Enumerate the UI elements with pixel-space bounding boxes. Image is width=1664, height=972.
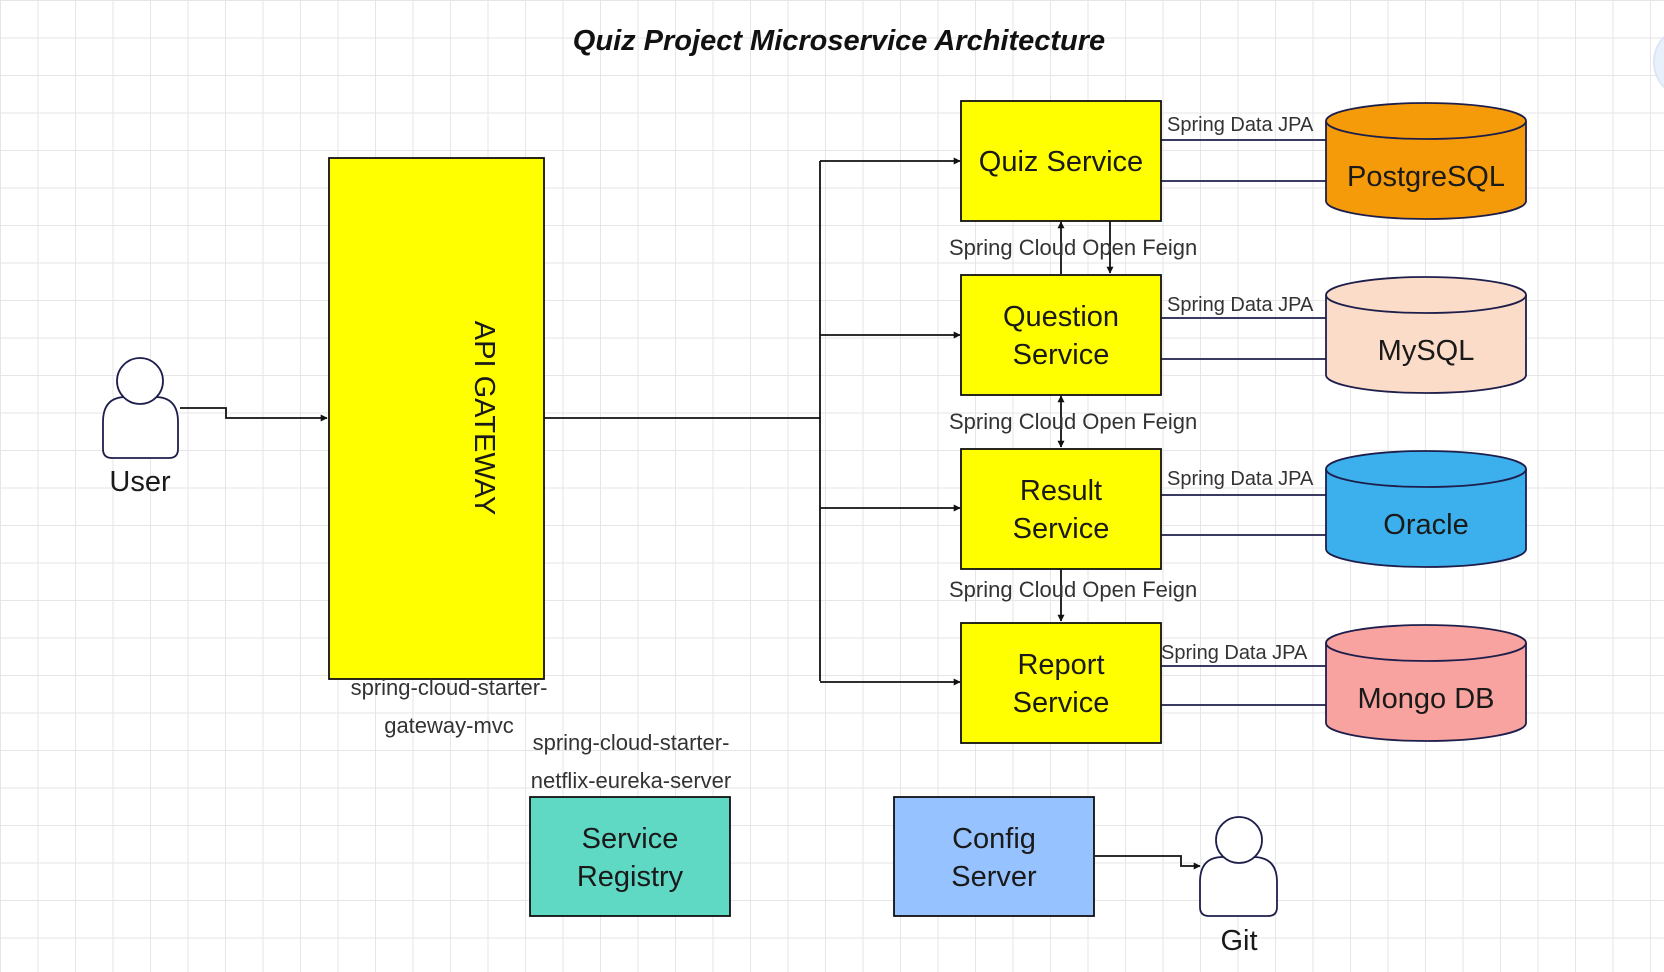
mongodb-db: Mongo DB (1325, 624, 1527, 742)
edge-user-to-gateway (180, 407, 328, 422)
oracle-label: Oracle (1383, 509, 1468, 541)
report-service: Report Service (960, 622, 1162, 744)
config-server-box (893, 796, 1095, 917)
quiz-service-box (960, 100, 1162, 222)
oracle-db: Oracle (1325, 450, 1527, 568)
gateway-dependency-line1: spring-cloud-starter- (351, 675, 548, 700)
feign-label-quiz-question: Spring Cloud Open Feign (949, 235, 1197, 260)
edge-config-to-git (1095, 855, 1201, 870)
gateway-dependency-line2: gateway-mvc (384, 713, 514, 738)
question-service-label-line2: Service (1013, 339, 1110, 371)
config-server-label-line2: Server (951, 861, 1037, 893)
diagram-title: Quiz Project Microservice Architecture (573, 25, 1105, 57)
config-server-label-line1: Config (952, 823, 1036, 855)
api-gateway-label: API GATEWAY (468, 321, 500, 515)
service-registry: Service Registry (529, 796, 731, 917)
mysql-label: MySQL (1378, 335, 1475, 367)
quiz-service: Quiz Service (960, 100, 1162, 222)
postgresql-db: PostgreSQL (1325, 102, 1527, 220)
mongodb-label: Mongo DB (1357, 683, 1494, 715)
report-service-label-line2: Service (1013, 687, 1110, 719)
jpa-label-mysql: Spring Data JPA (1167, 294, 1314, 316)
git-actor: Git (1199, 816, 1278, 957)
question-service-box (960, 274, 1162, 396)
config-server: Config Server (893, 796, 1095, 917)
service-registry-box (529, 796, 731, 917)
result-service: Result Service (960, 448, 1162, 570)
api-gateway: API GATEWAY (328, 157, 545, 680)
quiz-service-label: Quiz Service (979, 146, 1143, 178)
question-service-label-line1: Question (1003, 301, 1119, 333)
user-actor: User (102, 357, 179, 498)
jpa-label-mongo: Spring Data JPA (1161, 642, 1308, 664)
mysql-db: MySQL (1325, 276, 1527, 394)
database-icon (1325, 276, 1527, 394)
git-label: Git (1220, 925, 1257, 957)
api-gateway-box (328, 157, 545, 680)
database-icon (1325, 102, 1527, 220)
database-icon (1325, 450, 1527, 568)
question-service: Question Service (960, 274, 1162, 396)
user-icon (102, 357, 179, 459)
report-service-label-line1: Report (1017, 649, 1104, 681)
jpa-label-oracle: Spring Data JPA (1167, 468, 1314, 490)
service-registry-label-line1: Service (582, 823, 679, 855)
result-service-label-line1: Result (1020, 475, 1102, 507)
feign-label-question-result: Spring Cloud Open Feign (949, 409, 1197, 434)
user-label: User (109, 466, 171, 498)
feign-label-result-report: Spring Cloud Open Feign (949, 577, 1197, 602)
result-service-label-line2: Service (1013, 513, 1110, 545)
git-icon (1199, 816, 1278, 917)
registry-dependency-line1: spring-cloud-starter- (533, 730, 730, 755)
postgresql-label: PostgreSQL (1347, 161, 1505, 193)
registry-dependency-line2: netflix-eureka-server (531, 768, 732, 793)
edge-decoration-circle (1653, 35, 1664, 89)
service-registry-label-line2: Registry (577, 861, 684, 893)
report-service-box (960, 622, 1162, 744)
result-service-box (960, 448, 1162, 570)
jpa-label-postgres: Spring Data JPA (1167, 114, 1314, 136)
database-icon (1325, 624, 1527, 742)
